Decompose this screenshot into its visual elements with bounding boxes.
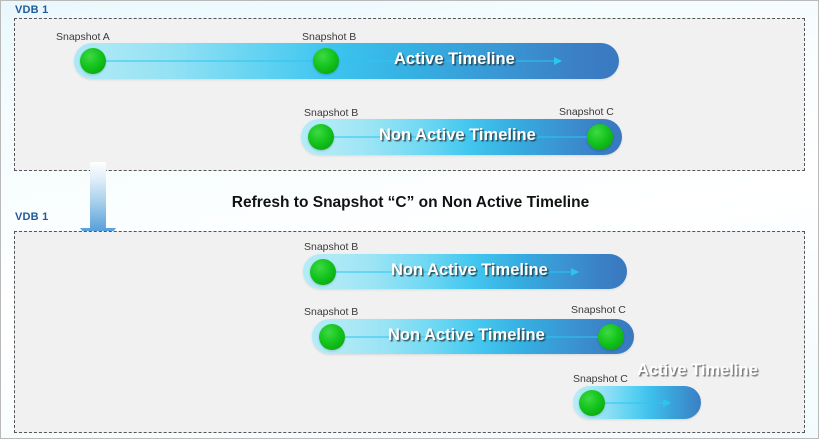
snapshot-label-c: Snapshot C xyxy=(573,373,628,385)
snapshot-dot-b[interactable] xyxy=(310,258,336,285)
snapshot-dot-b[interactable] xyxy=(319,323,345,350)
timeline-arrow-icon xyxy=(571,267,579,276)
timeline-bar-nonactive-2[interactable]: Non Active Timeline xyxy=(312,319,634,354)
snapshot-label-b: Snapshot B xyxy=(304,241,359,253)
timeline-label-nonactive: Non Active Timeline xyxy=(391,260,548,279)
refresh-flow-arrow-icon xyxy=(80,162,116,251)
timeline-label-active: Active Timeline xyxy=(394,50,515,68)
snapshot-label-a: Snapshot A xyxy=(56,31,110,43)
timeline-bar-nonactive-top[interactable]: Non Active Timeline xyxy=(301,119,622,155)
snapshot-dot-c[interactable] xyxy=(598,323,624,350)
timeline-arrow-icon xyxy=(554,57,562,65)
timeline-axis-line xyxy=(601,402,663,403)
snapshot-dot-b[interactable] xyxy=(313,48,339,74)
timeline-bar-active-bottom[interactable] xyxy=(573,386,701,419)
snapshot-dot-b[interactable] xyxy=(308,124,334,150)
timeline-axis-line xyxy=(330,136,595,138)
snapshot-label-b: Snapshot B xyxy=(304,306,359,318)
snapshot-label-c: Snapshot C xyxy=(559,106,614,118)
vdb-label-bottom: VDB 1 xyxy=(15,211,49,223)
refresh-heading: Refresh to Snapshot “C” on Non Active Ti… xyxy=(231,194,590,211)
snapshot-label-c: Snapshot C xyxy=(571,304,626,316)
timeline-label-nonactive: Non Active Timeline xyxy=(388,325,545,344)
snapshot-dot-c[interactable] xyxy=(579,389,605,416)
timeline-axis-line xyxy=(341,336,607,337)
vdb-label-top: VDB 1 xyxy=(15,4,49,16)
timeline-arrow-icon xyxy=(663,398,671,407)
snapshot-dot-c[interactable] xyxy=(587,124,613,150)
timeline-axis-line xyxy=(332,271,571,272)
snapshot-label-b: Snapshot B xyxy=(302,31,357,43)
timeline-bar-active-top[interactable]: Active Timeline xyxy=(74,43,619,79)
timeline-bar-nonactive-1[interactable]: Non Active Timeline xyxy=(303,254,627,289)
snapshot-dot-a[interactable] xyxy=(80,48,106,74)
snapshot-label-b: Snapshot B xyxy=(304,107,359,119)
timeline-label-active: Active Timeline xyxy=(637,361,758,379)
timeline-label-nonactive: Non Active Timeline xyxy=(379,126,536,144)
